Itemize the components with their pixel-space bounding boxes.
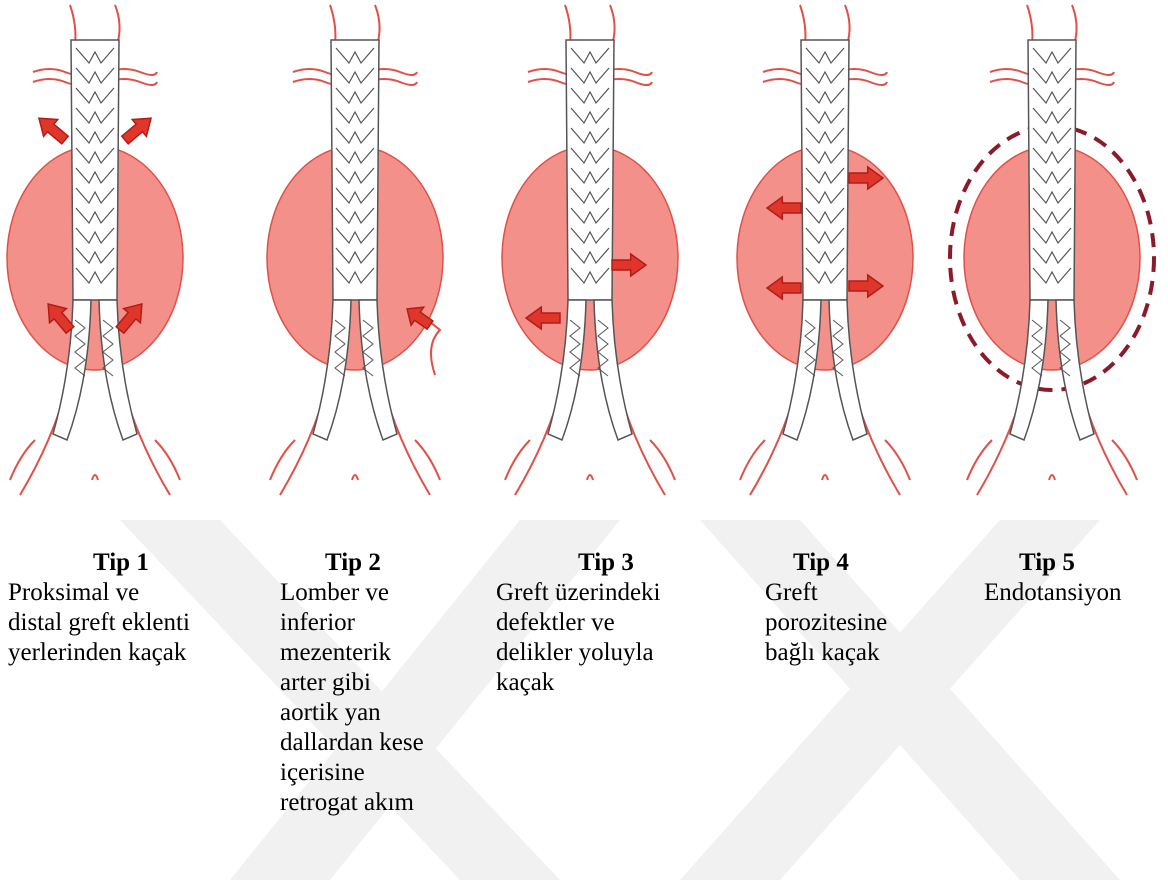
caption-line: Lomber ve <box>280 578 424 608</box>
panel-tip2 <box>267 5 443 495</box>
caption-line: delikler yoluyla <box>496 638 661 668</box>
panel-tip3 <box>502 5 678 495</box>
caption-line: Greft üzerindeki <box>496 578 661 608</box>
caption-line: yerlerinden kaçak <box>8 638 190 668</box>
panel-tip5 <box>950 5 1154 495</box>
caption-line: retrogat akım <box>280 788 424 818</box>
caption-line: dallardan kese <box>280 728 424 758</box>
caption-line: distal greft eklenti <box>8 608 190 638</box>
caption-line: inferior <box>280 608 424 638</box>
leak-arrow <box>32 110 72 149</box>
caption-title: Tip 5 <box>984 548 1122 578</box>
caption-line: içerisine <box>280 758 424 788</box>
caption-line: defektler ve <box>496 608 661 638</box>
caption-line: Endotansiyon <box>984 578 1122 608</box>
caption-line: arter gibi <box>280 668 424 698</box>
caption-title: Tip 2 <box>280 548 424 578</box>
caption-line: mezenterik <box>280 638 424 668</box>
leak-arrow <box>118 110 158 149</box>
panel-tip1 <box>7 5 183 495</box>
caption-line: Greft <box>765 578 887 608</box>
caption-title: Tip 4 <box>765 548 887 578</box>
caption-title: Tip 1 <box>8 548 190 578</box>
caption-title: Tip 3 <box>496 548 661 578</box>
caption-line: porozitesine <box>765 608 887 638</box>
caption-line: bağlı kaçak <box>765 638 887 668</box>
caption-line: Proksimal ve <box>8 578 190 608</box>
panel-tip4 <box>737 5 913 495</box>
caption-line: kaçak <box>496 668 661 698</box>
caption-line: aortik yan <box>280 698 424 728</box>
